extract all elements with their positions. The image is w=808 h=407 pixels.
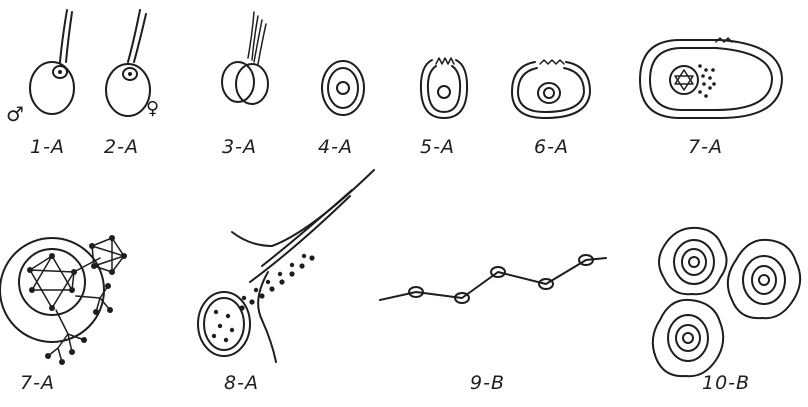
label-10b: 10-B xyxy=(702,372,750,394)
label-6a: 6-A xyxy=(534,136,569,158)
cell-5a xyxy=(421,58,467,118)
chain-9b xyxy=(380,255,606,303)
label-2a: 2-A xyxy=(104,136,139,158)
male-symbol: ♂ xyxy=(6,102,25,126)
cell-7a-enlarged xyxy=(0,235,127,365)
label-9b: 9-B xyxy=(470,372,505,394)
cell-1a xyxy=(30,10,74,114)
cell-2a xyxy=(106,10,150,116)
label-7a-second: 7-A xyxy=(20,372,55,394)
female-symbol: ♀ xyxy=(146,98,160,119)
label-5a: 5-A xyxy=(420,136,455,158)
cell-8a xyxy=(198,170,374,362)
cells-10b xyxy=(653,228,800,376)
cell-4a xyxy=(322,61,364,115)
cell-3a xyxy=(222,12,268,104)
label-7a: 7-A xyxy=(688,136,723,158)
label-4a: 4-A xyxy=(318,136,353,158)
cell-6a xyxy=(512,60,590,118)
cell-7a xyxy=(640,38,782,118)
label-3a: 3-A xyxy=(222,136,257,158)
label-1a: 1-A xyxy=(30,136,65,158)
label-8a: 8-A xyxy=(224,372,259,394)
